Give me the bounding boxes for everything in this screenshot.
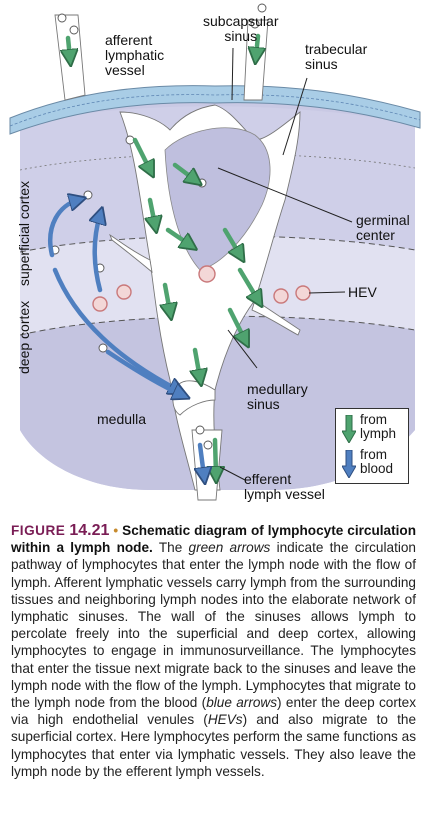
- medullary-sinus-label: medullary sinus: [247, 381, 308, 412]
- hev-5: [295, 285, 311, 301]
- caption-text-1: The: [158, 540, 183, 556]
- caption-text-2: indicate the circulation pathway of lymp…: [11, 540, 416, 711]
- hev-3: [198, 265, 216, 283]
- legend-blood: from blood: [342, 448, 406, 480]
- deep-cortex-label: deep cortex: [16, 300, 32, 374]
- caption-title: Schematic diagram of lymphocyte circulat…: [11, 523, 417, 556]
- hev-4: [273, 288, 289, 304]
- green-arrows: [68, 33, 258, 475]
- figure-word: FIGURE: [11, 523, 66, 538]
- caption-text-4: ) and also migrate to the superficial co…: [11, 712, 417, 779]
- lymph-node-diagram: [9, 3, 421, 501]
- afferent-label: afferent lymphatic vessel: [105, 32, 165, 78]
- legend-lymph-text: from lymph: [360, 412, 397, 441]
- hev-2: [116, 284, 132, 300]
- green-arrow-icon: [342, 415, 356, 443]
- germinal-label: germinal center: [356, 212, 410, 243]
- leader-lines: [217, 47, 353, 481]
- blue-arrows: [48, 200, 204, 476]
- legend-blood-text: from blood: [360, 447, 394, 476]
- efferent-label: efferent lymph vessel: [244, 471, 325, 502]
- caption-text-3: ) enter the deep cortex via high endothe…: [11, 695, 416, 728]
- legend: from lymph from blood: [335, 408, 409, 484]
- capsule: [9, 85, 421, 135]
- caption-hevs: HEVs: [207, 712, 243, 728]
- subcapsular-label: subcapsular sinus: [203, 13, 279, 44]
- caption-green-arrows: green arrows: [188, 540, 271, 556]
- blue-arrow-icon: [342, 450, 356, 478]
- caption-blue-arrows: blue arrows: [206, 695, 278, 711]
- hev-1: [92, 296, 108, 312]
- trabecular-label: trabecular sinus: [305, 41, 368, 72]
- figure-bullet: •: [113, 523, 119, 538]
- superficial-cortex-label: superficial cortex: [16, 180, 32, 286]
- figure-caption: FIGURE 14.21 • Schematic diagram of lymp…: [11, 522, 416, 780]
- figure-number: 14.21: [69, 522, 110, 539]
- hev-label: HEV: [348, 284, 377, 300]
- legend-lymph: from lymph: [342, 413, 406, 445]
- medulla-label: medulla: [97, 411, 147, 427]
